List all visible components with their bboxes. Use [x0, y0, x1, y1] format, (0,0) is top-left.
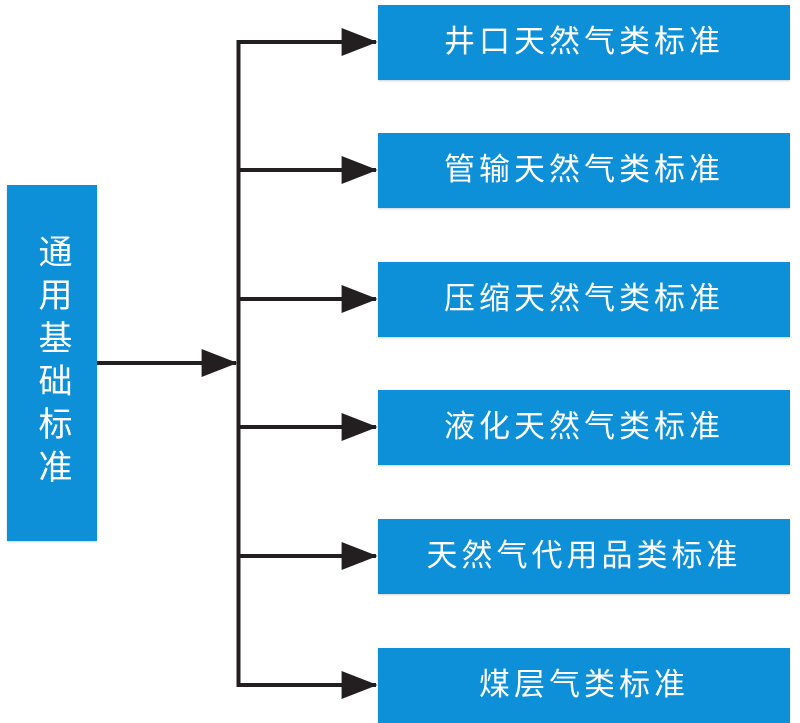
category-node-label: 井口天然气类标准 [444, 24, 724, 60]
category-node-liquefied-natural-gas[interactable]: 液化天然气类标准 [378, 390, 790, 465]
category-node-wellhead-natural-gas[interactable]: 井口天然气类标准 [378, 5, 790, 80]
category-node-compressed-natural-gas[interactable]: 压缩天然气类标准 [378, 262, 790, 337]
category-node-label: 煤层气类标准 [479, 667, 689, 703]
category-node-natural-gas-substitute[interactable]: 天然气代用品类标准 [378, 519, 790, 594]
category-node-label: 天然气代用品类标准 [426, 538, 742, 574]
root-node-general-basic-standard[interactable]: 通用基础标准 [7, 185, 97, 541]
category-node-pipeline-natural-gas[interactable]: 管输天然气类标准 [378, 133, 790, 208]
category-node-label: 压缩天然气类标准 [444, 281, 724, 317]
category-node-label: 液化天然气类标准 [444, 409, 724, 445]
category-node-coalbed-methane[interactable]: 煤层气类标准 [378, 648, 790, 723]
category-node-label: 管输天然气类标准 [444, 152, 724, 188]
root-node-label: 通用基础标准 [33, 234, 71, 492]
